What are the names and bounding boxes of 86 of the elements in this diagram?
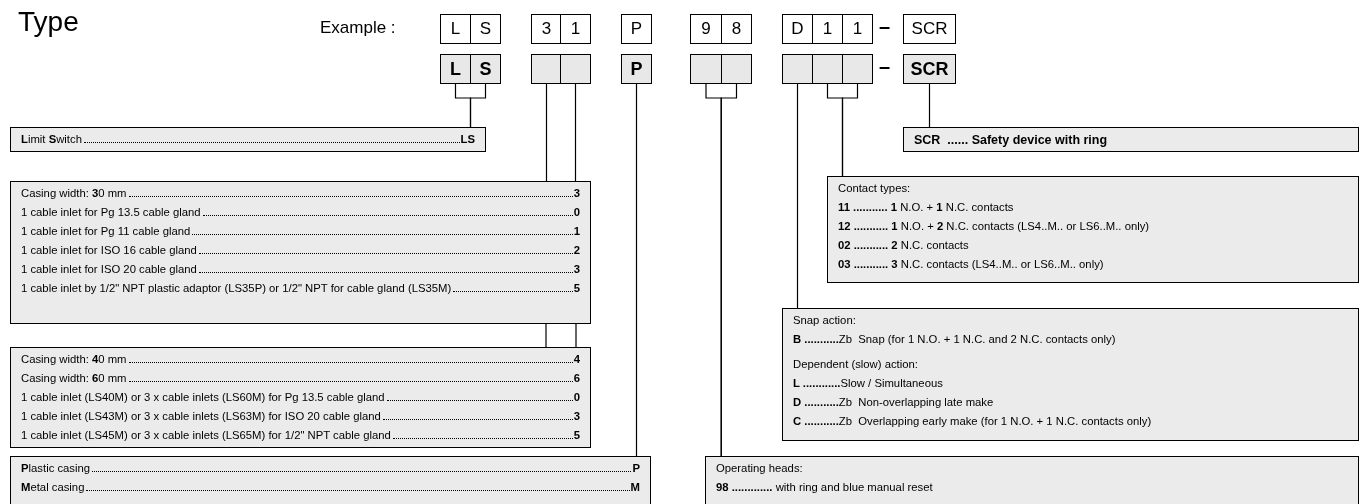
option-text: B ...........Zb Snap (for 1 N.O. + 1 N.C. and 2 N.C. contacts only) (793, 332, 1117, 347)
example-code-field: SCR (903, 14, 956, 44)
option-text: SCR ...... Safety device with ring (914, 132, 1109, 149)
option-text: C ...........Zb Overlapping early make (for 1 N.O. + 1 N.C. contacts only) (793, 414, 1153, 429)
example-code-field: 8 (721, 14, 752, 44)
connector-line (841, 83, 859, 177)
code-field: S (470, 54, 501, 84)
option-text: D ...........Zb Non-overlapping late make (793, 395, 995, 410)
connector-line (796, 83, 799, 309)
option-panel (827, 176, 1359, 283)
example-code-field: L (440, 14, 471, 44)
example-code-field: D (782, 14, 813, 44)
option-text: 1 cable inlet for ISO 20 cable gland (21, 262, 197, 277)
example-label: Example : (320, 18, 396, 38)
connector-line (545, 323, 547, 348)
code-field (721, 54, 752, 84)
option-code: 5 (573, 428, 580, 443)
option-code: LS (460, 132, 475, 147)
dash-separator: – (879, 15, 891, 38)
option-panel (903, 127, 1359, 152)
option-code: P (632, 461, 640, 476)
example-code-field: P (621, 14, 652, 44)
option-text: 1 cable inlet by 1/2" NPT plastic adaptor (LS35P) or 1/2" NPT for cable gland (LS35M) (21, 281, 452, 296)
example-code-field: 3 (531, 14, 562, 44)
option-code: 3 (573, 262, 580, 277)
option-text: 03 ........... 3 N.C. contacts (LS4..M.. or LS6..M.. only) (838, 257, 1105, 272)
option-text: Plastic casing (21, 461, 91, 476)
option-text: Casing width: 40 mm (21, 352, 127, 367)
connector-line (928, 83, 931, 128)
connector-line (635, 83, 638, 457)
option-code: M (630, 480, 640, 495)
code-field (842, 54, 873, 84)
code-field: SCR (903, 54, 956, 84)
option-panel (10, 181, 591, 324)
option-text: 02 ........... 2 N.C. contacts (838, 238, 970, 253)
option-text: 1 cable inlet for ISO 16 cable gland (21, 243, 197, 258)
code-field: P (621, 54, 652, 84)
option-code: 2 (573, 243, 580, 258)
option-panel (705, 456, 1359, 504)
option-text: Metal casing (21, 480, 85, 495)
code-field (690, 54, 722, 84)
example-code-field: 1 (560, 14, 591, 44)
option-panel (782, 308, 1359, 441)
option-panel (10, 347, 591, 448)
option-text: 11 ........... 1 N.O. + 1 N.C. contacts (838, 200, 1015, 215)
connector-line (575, 323, 577, 348)
option-panel (10, 456, 651, 504)
option-text: L ............Slow / Simultaneous (793, 376, 944, 391)
dash-separator: – (879, 55, 891, 78)
example-code-field: 1 (842, 14, 873, 44)
example-code-field: S (470, 14, 501, 44)
option-text: 1 cable inlet (LS40M) or 3 x cable inlets (LS60M) for Pg 13.5 cable gland (21, 390, 385, 405)
panel-heading: Operating heads: (716, 461, 804, 476)
connector-line (574, 83, 577, 182)
option-code: 1 (573, 224, 580, 239)
panel-heading: Snap action: (793, 313, 857, 328)
option-text: Casing width: 30 mm (21, 186, 127, 201)
code-field (812, 54, 843, 84)
option-text: 1 cable inlet for Pg 11 cable gland (21, 224, 191, 239)
option-text: 98 ............. with ring and blue manual reset (716, 480, 934, 495)
panel-heading: Contact types: (838, 181, 912, 196)
example-code-field: 9 (690, 14, 722, 44)
option-panel (10, 127, 486, 152)
code-field (531, 54, 562, 84)
title: Type (18, 6, 79, 38)
option-text: Dependent (slow) action: (793, 357, 919, 372)
option-code: 0 (573, 205, 580, 220)
option-code: 5 (573, 281, 580, 296)
option-text: Casing width: 60 mm (21, 371, 127, 386)
option-code: 0 (573, 390, 580, 405)
option-code: 4 (573, 352, 580, 367)
code-field: L (440, 54, 471, 84)
connector-line (469, 83, 487, 128)
option-text: 12 ........... 1 N.O. + 2 N.C. contacts (LS4..M.. or LS6..M.. only) (838, 219, 1151, 234)
connector-line (545, 83, 548, 182)
connector-line (720, 83, 738, 457)
option-code: 3 (573, 409, 580, 424)
option-text: Limit Switch (21, 132, 82, 147)
option-code: 3 (573, 186, 580, 201)
option-text: 1 cable inlet (LS43M) or 3 x cable inlets (LS63M) for ISO 20 cable gland (21, 409, 381, 424)
option-text: 1 cable inlet for Pg 13.5 cable gland (21, 205, 201, 220)
option-code: 6 (573, 371, 580, 386)
code-field (782, 54, 813, 84)
code-field (560, 54, 591, 84)
option-text: 1 cable inlet (LS45M) or 3 x cable inlets (LS65M) for 1/2" NPT cable gland (21, 428, 391, 443)
example-code-field: 1 (812, 14, 843, 44)
